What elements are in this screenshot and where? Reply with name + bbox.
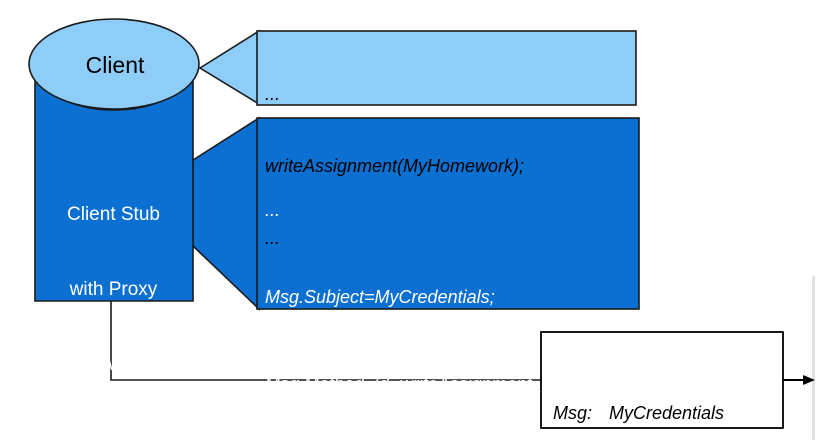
callout-bottom-line-3: Msg.Method_Id=writeAssignment_Id;: [265, 374, 562, 394]
client-stub-label-line-1: Client Stub: [67, 204, 160, 225]
callout-top-line-1: ...: [265, 84, 281, 104]
message-box[interactable]: [540, 331, 784, 429]
callout-top-code: ... writeAssignment(MyHomework); ...: [265, 34, 524, 298]
client-ellipse[interactable]: [28, 18, 200, 110]
callout-top-line-2: writeAssignment(MyHomework);: [265, 156, 525, 176]
client-stub-label: Client Stub with Proxy (here without PEP…: [30, 152, 197, 440]
callout-bottom-tail: [192, 116, 260, 311]
callout-top-line-3: ...: [265, 228, 281, 248]
callout-bottom-code: ... Msg.Subject=MyCredentials; Msg.Metho…: [265, 138, 562, 440]
callout-bottom-box: [256, 117, 640, 310]
callout-bottom-line-2: Msg.Subject=MyCredentials;: [265, 287, 495, 307]
message-box-key: Msg:: [553, 403, 593, 423]
client-node-label: Client: [85, 52, 145, 78]
client-stub-label-line-2: with Proxy: [69, 279, 158, 300]
right-edge-artifact: [812, 276, 815, 440]
callout-top-tail: [198, 29, 260, 106]
message-box-content: Msg:MyCredentials writeAssignment_Id MyH…: [553, 341, 766, 440]
callout-bottom-line-1: ...: [265, 200, 281, 220]
client-stub-label-line-3: (here without: [58, 354, 169, 375]
message-row-1: Msg: MyCredentials: [553, 399, 766, 428]
callout-top-box: [256, 30, 637, 106]
message-value-1: MyCredentials: [609, 403, 725, 423]
client-stub-label-line-4: PEP and PDP): [50, 429, 177, 440]
